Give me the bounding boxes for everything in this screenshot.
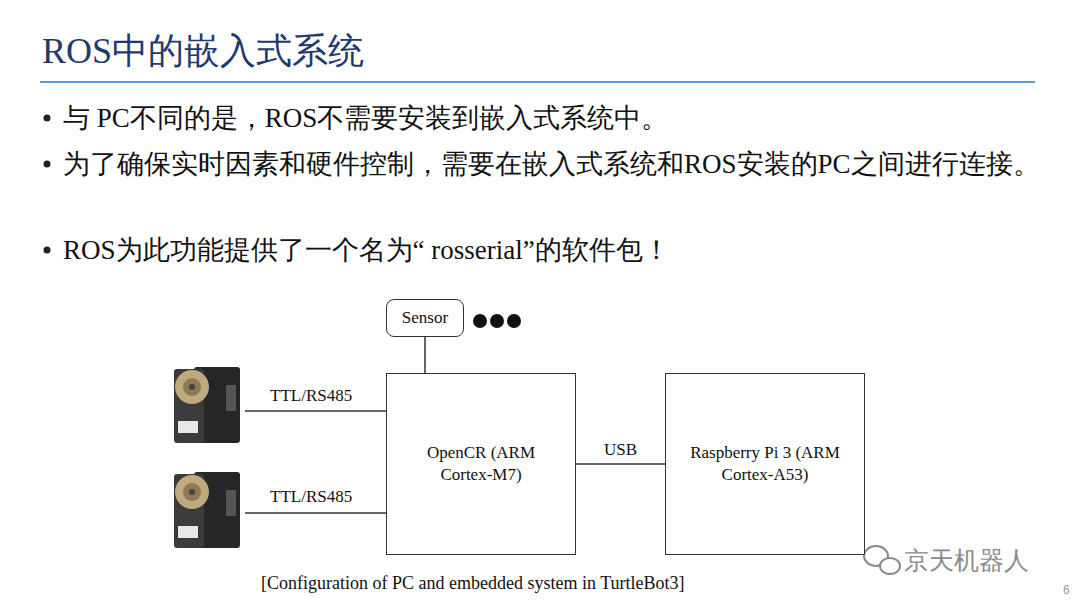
signal-label: TTL/RS485 — [270, 385, 352, 407]
node-text: Sensor — [402, 307, 448, 329]
bullet-text: 与 PC不同的是，ROS不需要安装到嵌入式系统中。 — [63, 99, 1053, 137]
ellipsis-dot — [490, 314, 504, 328]
servo-wire — [245, 512, 386, 514]
bullet-dot — [44, 115, 51, 122]
ellipsis-dot — [507, 314, 521, 328]
slide-title: ROS中的嵌入式系统 — [42, 28, 364, 74]
bullet-dot — [44, 161, 51, 168]
connector-line — [424, 337, 426, 373]
connector-label: USB — [602, 440, 639, 460]
node-text: OpenCR (ARM Cortex-M7) — [406, 442, 556, 486]
title-rule — [40, 81, 1035, 83]
servo-motor — [174, 367, 240, 443]
figure-caption: [Configuration of PC and embedded system… — [261, 571, 684, 595]
ellipsis-dot — [473, 314, 487, 328]
signal-label: TTL/RS485 — [270, 486, 352, 508]
controller-box: OpenCR (ARM Cortex-M7) — [386, 373, 576, 555]
wechat-icon — [864, 546, 900, 574]
connector-line — [576, 463, 665, 465]
bullet-dot — [44, 247, 51, 254]
servo-motor — [174, 472, 240, 548]
servo-wire — [245, 410, 386, 412]
computer-box: Raspberry Pi 3 (ARM Cortex-A53) — [665, 373, 865, 555]
watermark: 京天机器人 — [904, 546, 1029, 576]
page-number: 6 — [1063, 583, 1070, 597]
bullet-text: 为了确保实时因素和硬件控制，需要在嵌入式系统和ROS安装的PC之间进行连接。 — [63, 145, 1053, 183]
bullet-text: ROS为此功能提供了一个名为“ rosserial”的软件包！ — [63, 231, 1053, 269]
sensor-box: Sensor — [386, 299, 464, 337]
node-text: Raspberry Pi 3 (ARM Cortex-A53) — [685, 442, 845, 486]
